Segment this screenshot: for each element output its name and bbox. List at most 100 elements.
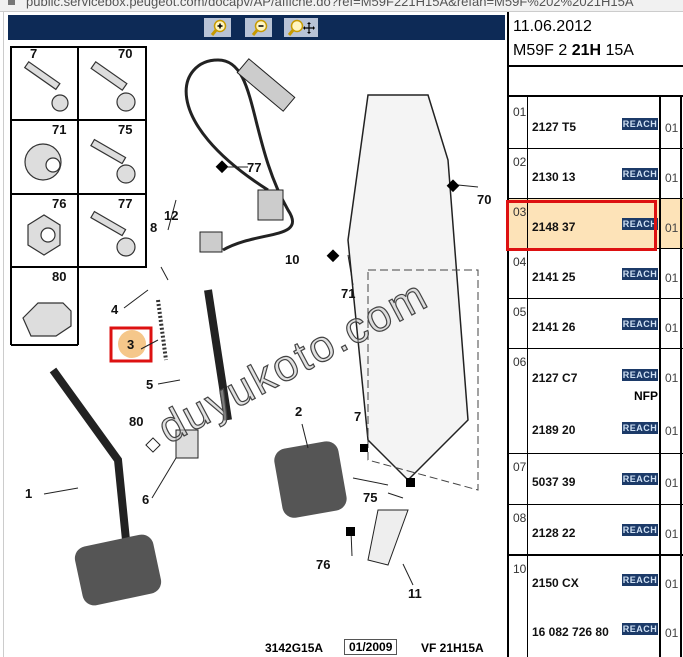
part-row-selected[interactable]: 03 2148 37 REACH 01 — [509, 199, 683, 249]
callout-76[interactable]: 76 — [316, 557, 331, 572]
part-ref: 2141 26 — [532, 320, 576, 334]
bolt-70-icon — [90, 60, 128, 92]
part-ref: 2130 13 — [532, 170, 576, 184]
zoom-out-icon — [251, 19, 267, 36]
part-qty: 01 — [665, 121, 679, 135]
part-ref: 2127 C7 — [532, 371, 578, 385]
panel-header: 11.06.2012 M59F 2 21H 15A — [509, 12, 683, 67]
reach-badge[interactable]: REACH — [622, 118, 658, 130]
diagram-toolbar — [8, 15, 505, 40]
browser-url-bar[interactable]: public.servicebox.peugeot.com/docapv/AP/… — [0, 0, 683, 12]
callout-3[interactable]: 3 — [127, 337, 135, 352]
callout-71[interactable]: 71 — [341, 286, 356, 301]
callout-2[interactable]: 2 — [295, 404, 303, 419]
callout-12[interactable]: 12 — [164, 208, 179, 223]
clutch-pedal-pad — [74, 534, 162, 606]
reach-badge[interactable]: REACH — [622, 218, 658, 230]
callout-80[interactable]: 80 — [129, 414, 144, 429]
callout-1[interactable]: 1 — [25, 486, 33, 501]
zoom-pan-button[interactable] — [284, 18, 318, 37]
zoom-pan-icon — [287, 19, 315, 36]
zoom-in-icon — [210, 19, 226, 36]
callout-7[interactable]: 7 — [354, 409, 362, 424]
part-number: 01 — [513, 105, 527, 119]
zoom-in-button[interactable] — [204, 18, 231, 37]
diagram-drawing — [10, 46, 479, 606]
part-row[interactable]: 07 5037 39 REACH 01 — [509, 454, 683, 505]
page-icon — [8, 0, 15, 5]
part-qty: 01 — [665, 221, 679, 235]
reach-badge[interactable]: REACH — [622, 268, 658, 280]
parts-list-panel: 11.06.2012 M59F 2 21H 15A 01 2127 T5 REACH… — [506, 12, 683, 657]
part-number: 06 — [513, 355, 527, 369]
part-ref: 2127 T5 — [532, 120, 577, 134]
legend-label: 75 — [118, 122, 133, 137]
part-number: 10 — [513, 562, 527, 576]
callout-10[interactable]: 10 — [285, 252, 300, 267]
part-3-highlight-box — [109, 326, 153, 363]
part-ref: 2148 37 — [532, 220, 576, 234]
reach-badge[interactable]: REACH — [622, 574, 658, 586]
reach-badge[interactable]: REACH — [622, 473, 658, 485]
part-ref: 2150 CX — [532, 576, 579, 590]
part-ref: 5037 39 — [532, 475, 576, 489]
callout-77[interactable]: 77 — [247, 160, 262, 175]
part-ref: 2141 25 — [532, 270, 576, 284]
callout-70[interactable]: 70 — [477, 192, 492, 207]
reach-badge[interactable]: REACH — [622, 623, 658, 635]
url-text: public.servicebox.peugeot.com/docapv/AP/… — [26, 0, 634, 9]
reach-badge[interactable]: REACH — [622, 422, 658, 434]
exploded-diagram: 7 70 71 75 76 77 80 1 2 3 4 5 6 7 8 10 1… — [8, 40, 505, 657]
part-row[interactable]: 01 2127 T5 REACH 01 — [509, 99, 683, 149]
callout-4[interactable]: 4 — [111, 302, 119, 317]
clutch-cable — [184, 58, 295, 252]
highlighted-part-3 — [118, 330, 146, 358]
reach-badge[interactable]: REACH — [622, 168, 658, 180]
diagram-panel: 7 70 71 75 76 77 80 1 2 3 4 5 6 7 8 10 1… — [3, 12, 505, 657]
part-ref: 2189 20 — [532, 423, 576, 437]
part-number: 07 — [513, 460, 527, 474]
reach-badge[interactable]: REACH — [622, 369, 658, 381]
part-row[interactable]: 04 2141 25 REACH 01 — [509, 249, 683, 299]
legend-label: 76 — [52, 196, 67, 211]
callout-75[interactable]: 75 — [363, 490, 378, 505]
column-divider — [659, 97, 661, 657]
bolt-7-icon — [23, 60, 61, 91]
diagram-reference: 3142G15A — [265, 641, 324, 655]
panel-model: M59F 2 21H 15A — [513, 42, 634, 60]
part-qty: 01 — [665, 476, 679, 490]
model-prefix: M59F 2 — [513, 42, 572, 59]
part-qty: 01 — [665, 626, 679, 640]
hardware-legend — [10, 46, 147, 346]
part-number: 05 — [513, 305, 527, 319]
legend-label: 7 — [30, 46, 38, 61]
model-engine: 21H — [571, 42, 602, 59]
part-number: 03 — [513, 205, 527, 219]
reach-badge[interactable]: REACH — [622, 318, 658, 330]
column-divider — [527, 97, 528, 657]
callout-6[interactable]: 6 — [142, 492, 150, 507]
bolt-75-icon — [90, 138, 127, 165]
legend-label: 77 — [118, 196, 133, 211]
clutch-pedal-arm — [49, 367, 132, 561]
callout-11[interactable]: 11 — [408, 586, 422, 601]
callout-5[interactable]: 5 — [146, 377, 154, 392]
part-number: 04 — [513, 255, 527, 269]
model-suffix: 15A — [601, 42, 634, 59]
nfp-note: NFP — [634, 389, 658, 403]
part-number: 08 — [513, 511, 527, 525]
callout-8[interactable]: 8 — [150, 220, 158, 235]
bolt-77-icon — [90, 210, 127, 237]
zoom-out-button[interactable] — [245, 18, 272, 37]
reach-badge[interactable]: REACH — [622, 524, 658, 536]
legend-label: 80 — [52, 269, 67, 284]
header-spacer — [509, 67, 683, 97]
part-number: 02 — [513, 155, 527, 169]
part-qty: 01 — [665, 271, 679, 285]
part-ref: 16 082 726 80 — [532, 625, 609, 639]
